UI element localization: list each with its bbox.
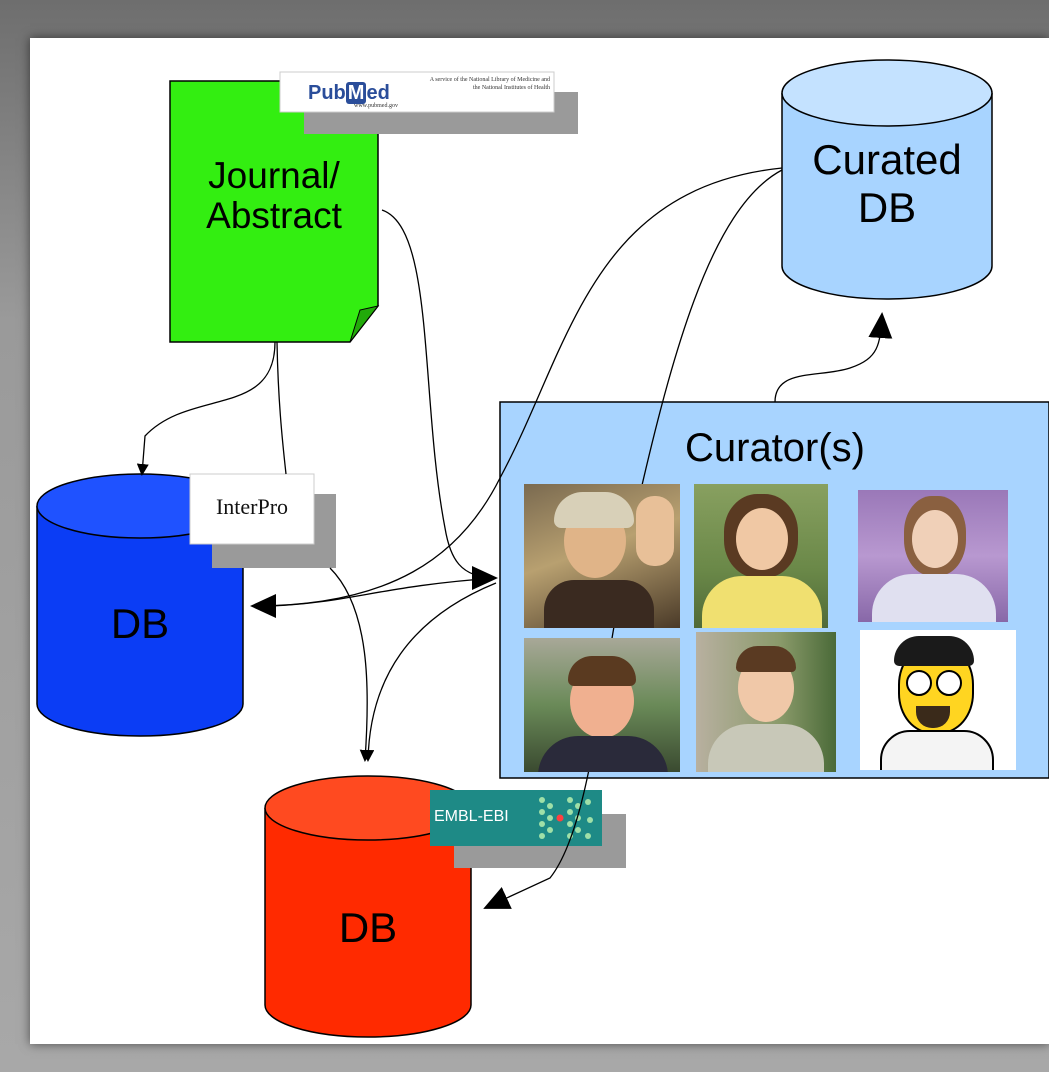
curator-photo-3 [858, 490, 1008, 622]
curator-photo-6-cartoon [860, 630, 1016, 770]
curated-db-cylinder [781, 59, 993, 300]
interpro-logo [189, 473, 336, 568]
diagram-canvas: Journal/ Abstract Curated DB DB DB Curat… [30, 38, 1049, 1044]
curated-db-label: Curated DB [812, 136, 962, 231]
journal-document [169, 80, 380, 343]
journal-label: Journal/ Abstract [206, 155, 342, 236]
ebi-logo [430, 790, 626, 868]
blue-db-label: DB [110, 600, 170, 647]
curated-db-to-blue-db-arrow [250, 167, 783, 618]
blue-db-to-curators-line [269, 577, 497, 607]
ebi-text: EMBL-EBI [434, 808, 509, 825]
journal-to-curators-arrow [381, 209, 498, 590]
red-db-label: DB [338, 904, 398, 951]
curator-photo-4 [524, 638, 680, 772]
curators-label: Curator(s) [684, 426, 866, 470]
curators-to-red-db-arrow [362, 582, 497, 762]
curators-to-curated-db-arrow [774, 312, 893, 403]
curator-photo-1 [524, 484, 680, 628]
pubmed-tagline: A service of the National Library of Med… [429, 77, 550, 91]
interpro-text: InterPro [215, 494, 289, 519]
red-db-cylinder [264, 775, 472, 1038]
pubmed-url: www.pubmed.gov [354, 103, 398, 109]
pubmed-logo [279, 71, 578, 134]
curator-photo-5 [696, 632, 836, 772]
interpro-to-red-db-arrow [329, 567, 372, 762]
journal-to-interpro-line [276, 341, 287, 475]
journal-to-blue-db-arrow [136, 341, 276, 476]
curator-photo-2 [694, 484, 828, 628]
